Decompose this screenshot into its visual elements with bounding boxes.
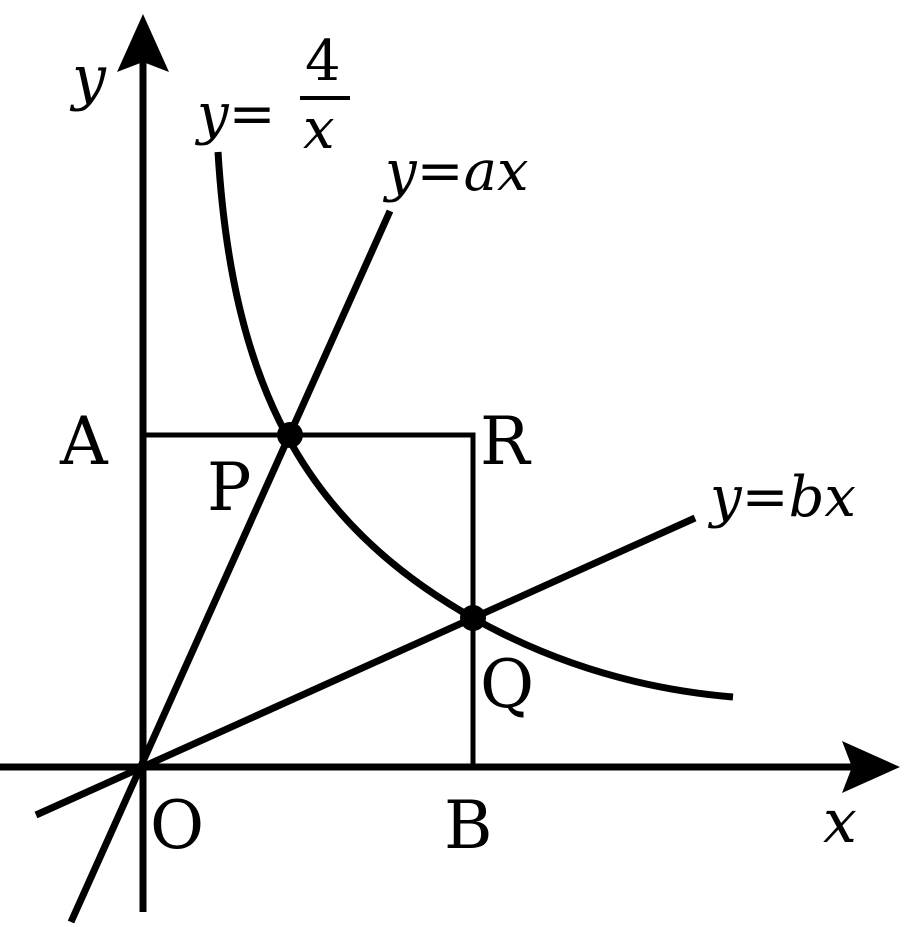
equation-hyperbola: y= 4 x	[194, 29, 350, 162]
rectangle-oarb	[143, 432, 476, 767]
label-p: P	[207, 449, 251, 526]
line-y-bx	[34, 514, 697, 819]
label-b: B	[444, 787, 493, 864]
point-q-dot	[460, 605, 486, 631]
equation-line-b: y=bx	[707, 465, 856, 530]
svg-text:4: 4	[305, 29, 341, 94]
svg-text:y=ax: y=ax	[382, 139, 529, 204]
svg-text:y=: y=	[194, 82, 276, 147]
label-a: A	[59, 403, 109, 480]
line-y-ax	[67, 209, 394, 924]
equation-line-a: y=ax	[382, 139, 529, 204]
hyperbola-curve	[214, 151, 734, 701]
label-o: O	[150, 787, 204, 864]
y-axis-label: y	[69, 43, 107, 113]
point-p-dot	[277, 422, 303, 448]
x-axis-label: x	[823, 787, 857, 857]
svg-text:y=bx: y=bx	[707, 465, 856, 530]
y-axis-arrow	[117, 14, 169, 72]
label-r: R	[480, 403, 532, 480]
svg-text:x: x	[303, 97, 335, 162]
label-q: Q	[480, 646, 534, 723]
x-axis-arrow	[842, 741, 900, 793]
